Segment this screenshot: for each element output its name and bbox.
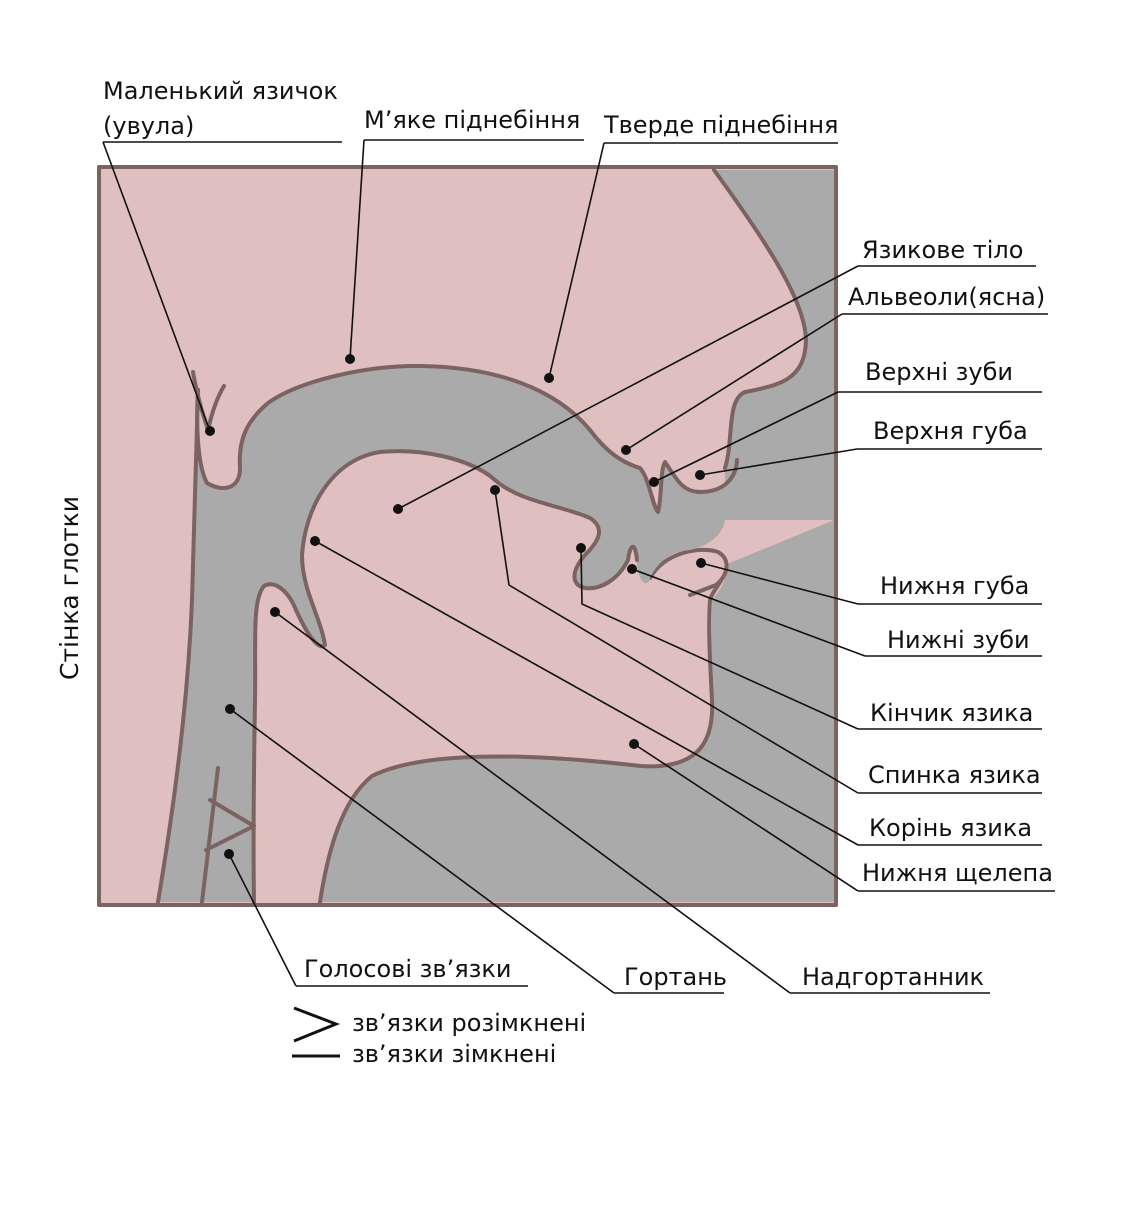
upper-teeth-label: Верхні зуби	[865, 358, 1013, 386]
tongue-tip-label: Кінчик язика	[870, 699, 1033, 727]
alveoli-leader	[625, 313, 843, 451]
tongue-outline	[294, 449, 639, 649]
upper-lip-label: Верхня губа	[873, 417, 1028, 445]
upper-lip-leader	[699, 448, 858, 476]
legend-closed-label: зв’язки зімкнені	[352, 1040, 556, 1068]
lower-lip-dot	[696, 558, 706, 568]
tongue-tip-leader	[580, 547, 859, 730]
oral-pharyngeal-cavity	[158, 365, 834, 902]
upper-lip-dot	[695, 470, 705, 480]
larynx-leader	[229, 708, 615, 994]
lower-lip-shape	[648, 547, 729, 597]
uvula-label-line1: Маленький язичок	[103, 77, 338, 105]
hard-palate-label: Тверде піднебіння	[603, 111, 839, 139]
larynx-dot	[225, 704, 235, 714]
tongue-back-leader	[494, 489, 859, 794]
palate-outline	[195, 363, 739, 514]
nose-outline	[712, 168, 808, 470]
lower-teeth-leader	[631, 568, 866, 657]
pharynx-wall-label: Стінка глотки	[55, 496, 84, 680]
vocal-cords-label: Голосові зв’язки	[304, 955, 512, 983]
uvula-label-line2: (увула)	[103, 112, 194, 140]
lower-teeth-dot	[627, 564, 637, 574]
alveoli-dot	[621, 445, 631, 455]
upper-teeth-leader	[653, 391, 839, 483]
tongue-body-label: Язикове тіло	[862, 236, 1023, 264]
tongue-root-dot	[310, 536, 320, 546]
lower-jaw-dot	[629, 739, 639, 749]
lower-teeth-label: Нижні зуби	[887, 626, 1030, 654]
vocal-cords-shape	[200, 766, 256, 904]
tongue-back-label: Спинка язика	[868, 761, 1041, 789]
uvula-leader	[102, 141, 211, 432]
legend-open-symbol	[293, 1006, 341, 1043]
alveoli-label: Альвеоли(ясна)	[848, 283, 1045, 311]
tongue-body-leader	[397, 265, 859, 510]
larynx-label: Гортань	[624, 963, 727, 991]
epiglottis-dot	[270, 607, 280, 617]
lower-lip-label: Нижня губа	[880, 572, 1029, 600]
lower-lip-leader	[700, 562, 859, 605]
pharynx-wall-outline	[156, 388, 200, 904]
hard-palate-dot	[544, 373, 554, 383]
epiglottis-leader	[274, 611, 791, 994]
outside-air-region	[714, 170, 834, 520]
soft-palate-label: М’яке піднебіння	[364, 106, 580, 134]
epiglottis-label: Надгортанник	[802, 963, 984, 991]
lower-jaw-leader	[633, 743, 859, 892]
legend-open-label: зв’язки розімкнені	[352, 1009, 586, 1037]
tongue-root-label: Корінь язика	[869, 814, 1032, 842]
lower-jaw-label: Нижня щелепа	[862, 859, 1053, 887]
tongue-back-dot	[490, 485, 500, 495]
upper-teeth-dot	[649, 477, 659, 487]
vocal-cords-leader	[228, 853, 297, 987]
uvula-dot	[205, 426, 215, 436]
hard-palate-leader	[548, 142, 605, 379]
jaw-outline	[318, 563, 728, 904]
soft-palate-dot	[345, 354, 355, 364]
soft-palate-leader	[349, 139, 365, 360]
vocal-cords-dot	[224, 849, 234, 859]
tongue-tip-dot	[576, 543, 586, 553]
tongue-body-dot	[393, 504, 403, 514]
tongue-root-leader	[314, 540, 859, 846]
outside-lower-region	[320, 520, 834, 902]
